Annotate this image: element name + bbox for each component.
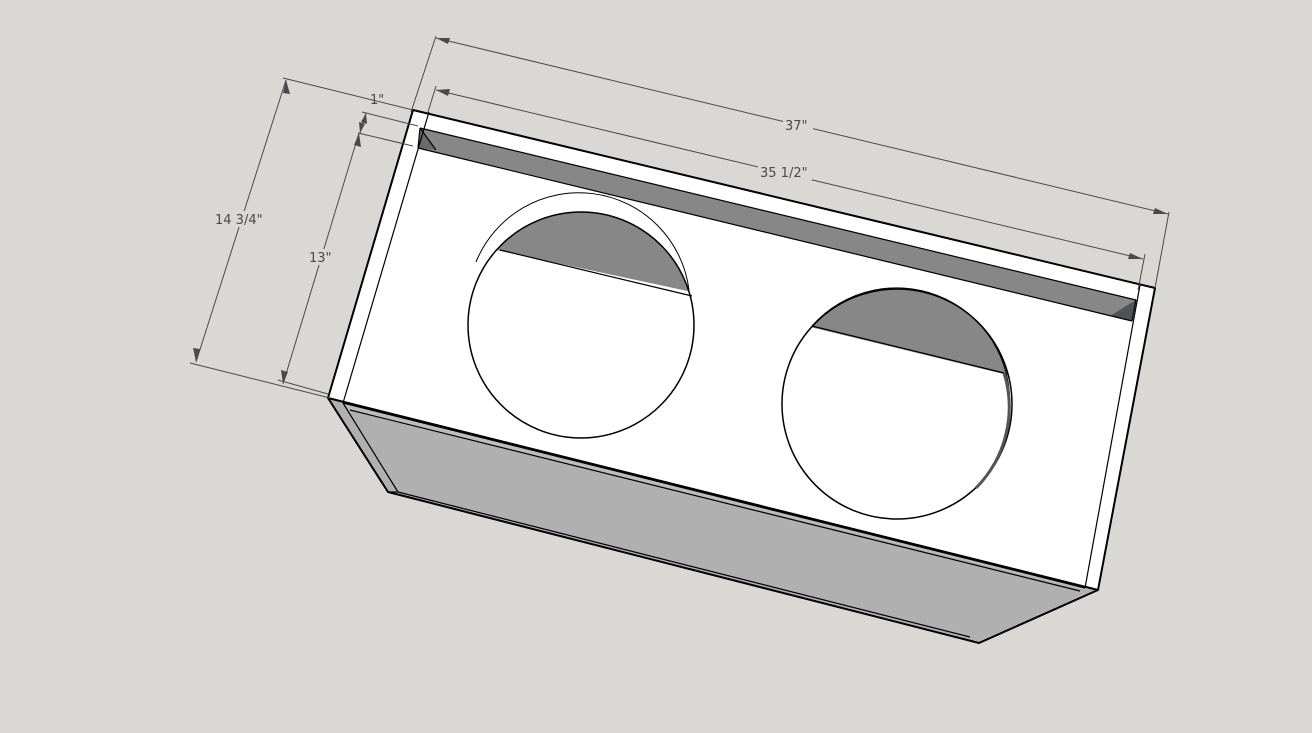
- top-right-corner-shadow: [1110, 300, 1136, 321]
- top-inner-strip: [418, 128, 1136, 321]
- dimension-label-37: 37": [785, 119, 808, 134]
- dimension-overall-height[interactable]: 14 3/4": [189, 77, 414, 399]
- dimension-panel-thickness[interactable]: 1": [359, 93, 419, 134]
- subwoofer-box[interactable]: [327, 109, 1156, 644]
- bottom-face: [328, 398, 1098, 643]
- dimension-label-13: 13": [309, 251, 332, 266]
- dimension-inner-width[interactable]: 35 1/2": [427, 85, 1146, 291]
- dimension-inner-height[interactable]: 13": [277, 132, 414, 395]
- dimension-overall-width[interactable]: 37": [410, 35, 1170, 289]
- dimension-label-14-3-4: 14 3/4": [215, 213, 263, 228]
- dimension-label-35-1-2: 35 1/2": [760, 166, 808, 181]
- dimension-label-1: 1": [370, 93, 384, 108]
